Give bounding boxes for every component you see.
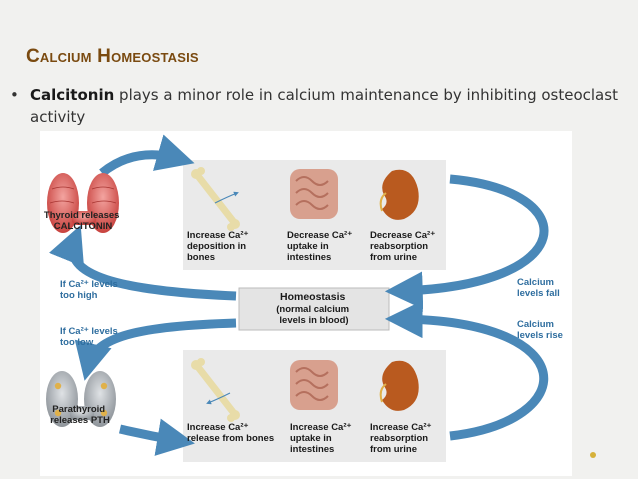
- intestine-icon: [290, 360, 338, 410]
- thyroid-label: Thyroid releases CALCITONIN: [44, 210, 122, 232]
- top-step-bones: Increase Ca²⁺ deposition in bones: [187, 230, 251, 263]
- arrow-top-to-homeostasis: [384, 174, 549, 310]
- kidney-icon: [379, 169, 419, 220]
- diagram-canvas: Thyroid releases CALCITONIN Parathyroid …: [44, 134, 563, 462]
- accent-dot: [590, 452, 596, 458]
- top-step-urine: Decrease Ca²⁺ reabsorption from urine: [370, 230, 438, 263]
- arrow-parathyroid-to-bottom: [118, 418, 195, 456]
- parathyroid-label: Parathyroid releases PTH: [50, 404, 110, 426]
- bullet-marker: •: [10, 86, 19, 104]
- bottom-step-bones: Increase Ca²⁺ release from bones: [187, 422, 274, 444]
- arrow-thyroid-to-top: [99, 134, 195, 177]
- bottom-step-intestines: Increase Ca²⁺ uptake in intestines: [290, 422, 354, 455]
- high-levels-label: If Ca²⁺ levels too high: [60, 279, 120, 301]
- arrow-bottom-to-homeostasis: [384, 300, 549, 441]
- bone-icon: [191, 358, 240, 422]
- parathyroid-gland-icon: [46, 371, 116, 427]
- intestine-icon: [290, 169, 338, 219]
- homeostasis-box: [238, 287, 390, 331]
- arrow-homeostasis-to-thyroid: [48, 224, 237, 301]
- bullet-bold-term: Calcitonin: [30, 86, 115, 104]
- kidney-icon: [379, 360, 419, 411]
- bullet-text: Calcitonin plays a minor role in calcium…: [30, 84, 620, 128]
- bullet-body: plays a minor role in calcium maintenanc…: [30, 86, 618, 126]
- calcium-homeostasis-diagram: Thyroid releases CALCITONIN Parathyroid …: [40, 131, 572, 476]
- levels-rise-label: Calcium levels rise: [517, 319, 563, 341]
- slide-title: Calcium Homeostasis: [26, 46, 199, 67]
- levels-fall-label: Calcium levels fall: [517, 277, 560, 299]
- low-levels-label: If Ca²⁺ levels too low: [60, 326, 120, 348]
- top-step-intestines: Decrease Ca²⁺ uptake in intestines: [287, 230, 355, 263]
- homeostasis-text: Homeostasis (normal calcium levels in bl…: [276, 291, 352, 326]
- bottom-step-urine: Increase Ca²⁺ reabsorption from urine: [370, 422, 434, 455]
- thyroid-gland-icon: [47, 173, 119, 233]
- cycle-arrows: [48, 134, 549, 456]
- bone-icon: [191, 167, 240, 231]
- arrow-homeostasis-to-parathyroid: [74, 318, 237, 381]
